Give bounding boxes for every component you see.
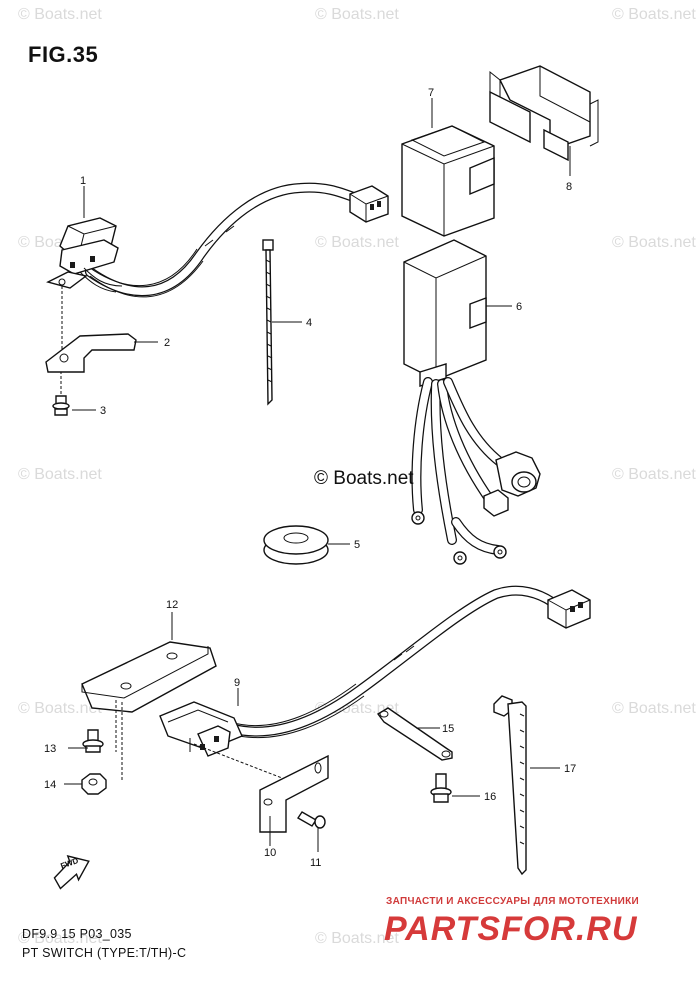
part-number: 13 <box>44 743 56 755</box>
part-16-bolt[interactable] <box>430 773 452 803</box>
brand-tagline: ЗАПЧАСТИ И АКСЕССУАРЫ ДЛЯ МОТОТЕХНИКИ <box>386 896 639 907</box>
watermark: © Boats.net <box>612 234 696 251</box>
part-number: 12 <box>166 599 178 611</box>
watermark: © Boats.net <box>315 234 399 251</box>
part-15-clamp[interactable] <box>376 707 453 761</box>
part-number: 6 <box>516 301 522 313</box>
part-12-plate[interactable] <box>81 641 217 782</box>
leader-lines <box>64 98 571 852</box>
part-8-holder[interactable] <box>489 65 599 162</box>
part-17-cable-tie[interactable] <box>493 695 527 876</box>
watermark: © Boats.net <box>612 700 696 717</box>
part-5-grommet[interactable] <box>263 525 329 565</box>
part-number: 8 <box>566 181 572 193</box>
part-number: 15 <box>442 723 454 735</box>
watermark: © Boats.net <box>612 6 696 23</box>
part-number: 1 <box>80 175 86 187</box>
figure-code: DF9.9 15 P03_035 <box>22 927 132 941</box>
part-3-bolt[interactable] <box>52 372 70 416</box>
part-4-cable-tie[interactable] <box>262 239 274 406</box>
part-number: 17 <box>564 763 576 775</box>
part-number: 7 <box>428 87 434 99</box>
watermark: © Boats.net <box>315 6 399 23</box>
part-6-unit[interactable] <box>403 239 541 565</box>
part-number: 3 <box>100 405 106 417</box>
watermark-center: © Boats.net <box>314 468 414 489</box>
part-11-screw[interactable] <box>297 811 326 829</box>
watermark: © Boats.net <box>18 700 102 717</box>
part-number: 4 <box>306 317 312 329</box>
part-number: 14 <box>44 779 56 791</box>
watermark: © Boats.net <box>18 466 102 483</box>
part-number: 10 <box>264 847 276 859</box>
part-number-labels: 1 2 3 4 5 6 7 8 9 10 11 12 13 14 15 16 1… <box>44 87 576 869</box>
part-number: 5 <box>354 539 360 551</box>
figure-title: FIG.35 <box>28 42 99 67</box>
watermark: © Boats.net <box>18 930 102 947</box>
part-1-switch[interactable] <box>46 182 389 352</box>
part-number: 16 <box>484 791 496 803</box>
fwd-arrow-icon: FWD <box>53 855 90 890</box>
part-2-bracket[interactable] <box>45 333 137 373</box>
part-14-nut[interactable] <box>81 773 107 795</box>
watermark: © Boats.net <box>18 6 102 23</box>
part-10-bracket[interactable] <box>259 754 329 833</box>
watermark: © Boats.net <box>612 466 696 483</box>
figure-subtitle: PT SWITCH (TYPE:T/TH)-C <box>22 946 187 960</box>
part-number: 2 <box>164 337 170 349</box>
brand-logo: PARTSFOR.RU <box>384 910 638 948</box>
part-number: 11 <box>310 857 321 869</box>
part-number: 9 <box>234 677 240 689</box>
part-9-switch[interactable] <box>159 585 591 779</box>
part-13-bolt[interactable] <box>82 729 104 753</box>
part-7-cover[interactable] <box>401 125 495 237</box>
watermark: © Boats.net <box>315 930 399 947</box>
